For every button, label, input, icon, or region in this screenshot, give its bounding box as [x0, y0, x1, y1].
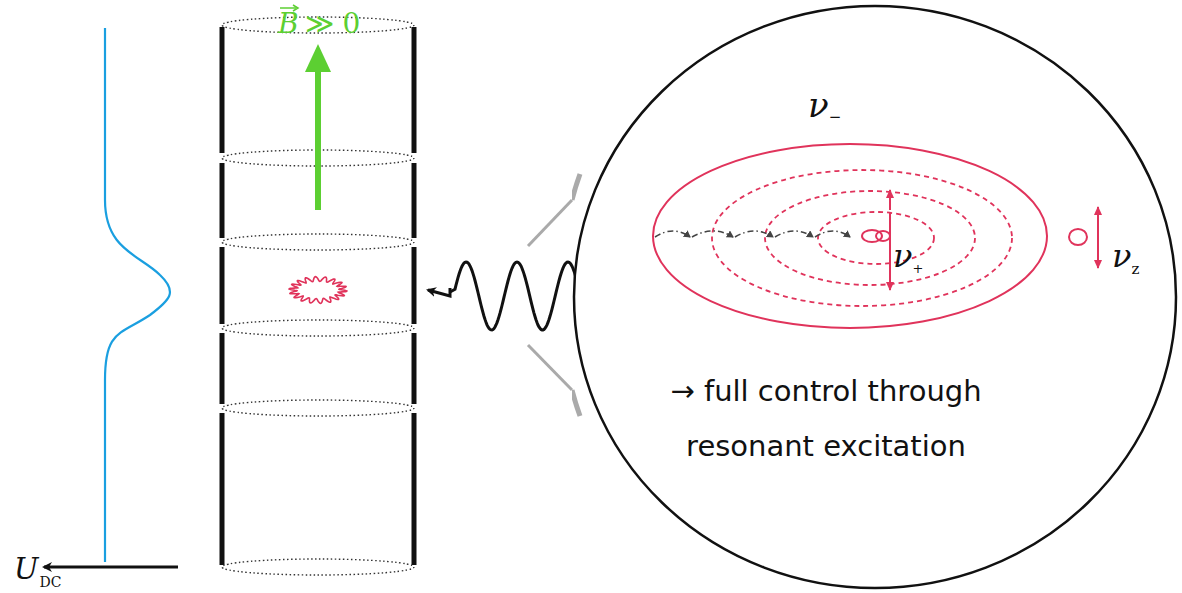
- frequency-subscript: −: [829, 110, 842, 125]
- zoom-lines: [528, 200, 572, 390]
- potential-curve: [105, 28, 170, 562]
- ion-ring: [289, 277, 347, 304]
- field-label: B: [278, 10, 299, 38]
- cooling-path: [655, 231, 850, 237]
- field-arrowhead: [305, 44, 331, 72]
- orbits: [653, 144, 1098, 328]
- electrode-rims: [222, 17, 414, 575]
- frequency-subscript: +: [912, 262, 923, 275]
- frequency-subscript: z: [1131, 262, 1139, 277]
- frequency-label: ν: [808, 88, 829, 122]
- frequency-label: ν: [893, 240, 912, 272]
- zoom-outline: [572, 4, 1178, 590]
- caption-text: → full control through resonant excitati…: [616, 364, 1036, 474]
- voltage-subscript: DC: [39, 575, 61, 589]
- voltage-label: U: [14, 555, 38, 584]
- frequency-label: ν: [1112, 240, 1131, 272]
- electrodes: [222, 27, 414, 565]
- field-value: ≫ 0: [305, 10, 361, 38]
- voltage-arrow: [44, 566, 178, 569]
- vector-bar: [280, 7, 296, 9]
- excitation-lead: [428, 288, 450, 296]
- zoom-circle: → full control through resonant excitati…: [572, 4, 1178, 590]
- field-arrow: [315, 68, 321, 210]
